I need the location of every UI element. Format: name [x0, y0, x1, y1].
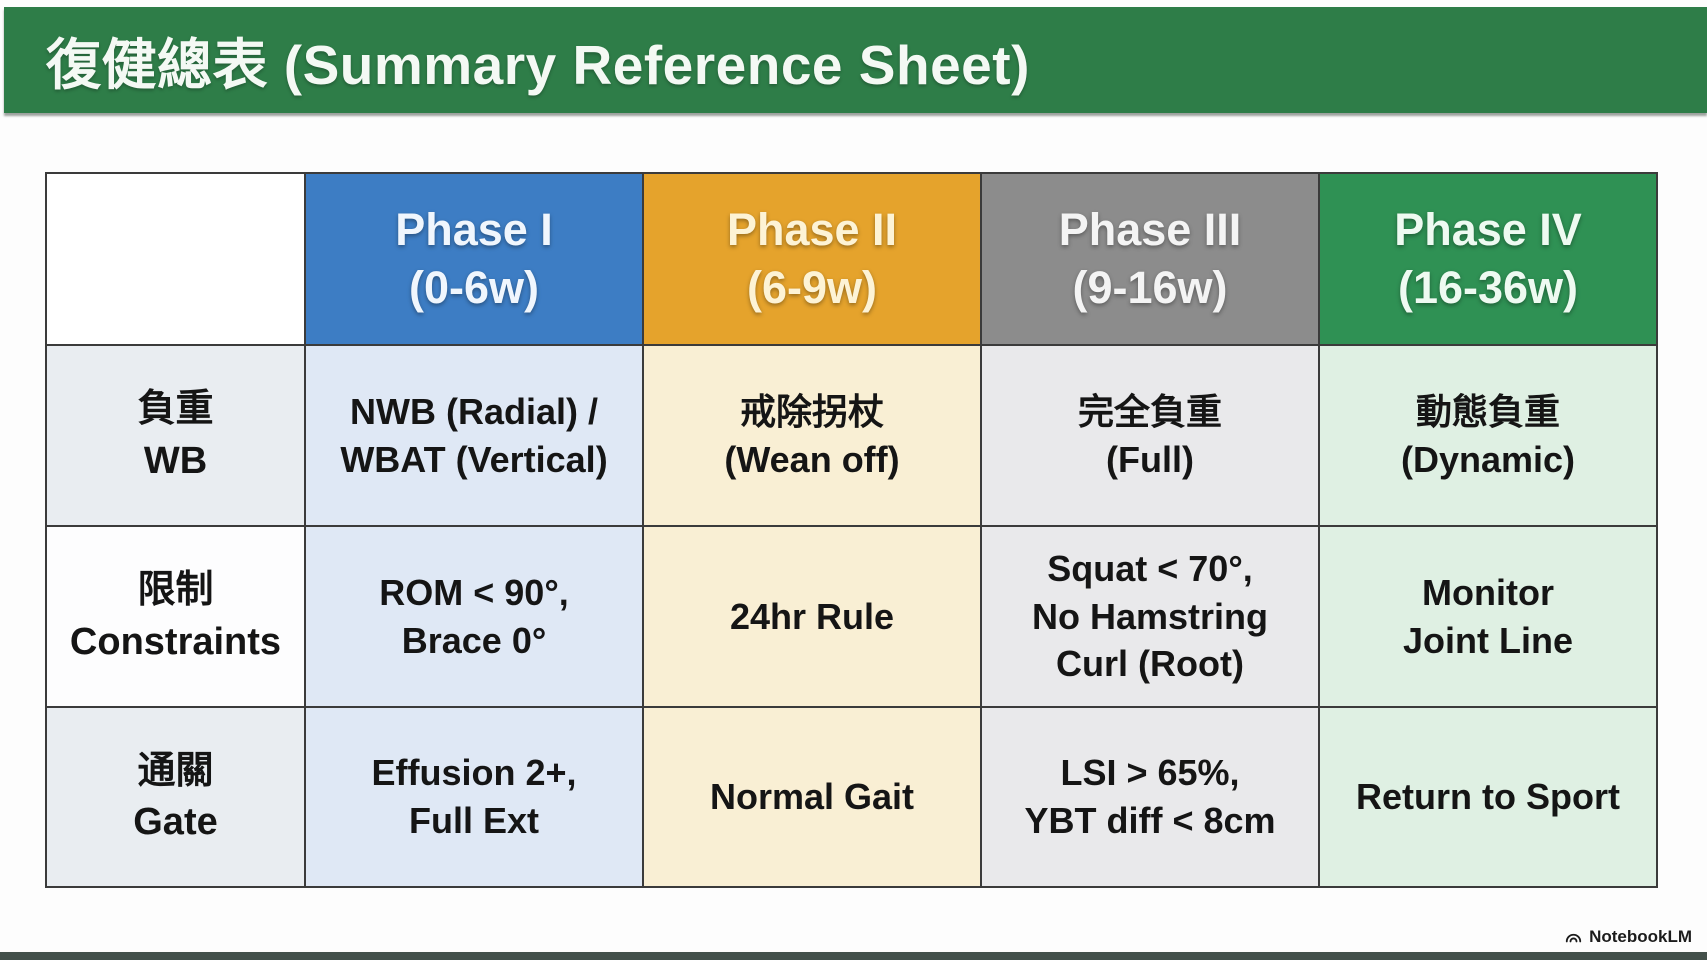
phase-4-weeks: (16-36w) [1397, 262, 1579, 313]
cell-constraints-phase-1: ROM < 90°, Brace 0° [306, 527, 642, 706]
phase-3-title: Phase III [1058, 204, 1242, 256]
cell-constraints-phase-4: Monitor Joint Line [1320, 527, 1656, 706]
row-label-gate: 通關 Gate [47, 708, 304, 886]
cell-wb-phase-1: NWB (Radial) / WBAT (Vertical) [306, 346, 642, 525]
phase-1-weeks: (0-6w) [408, 262, 539, 313]
cell-gate-phase-4: Return to Sport [1320, 708, 1656, 886]
header-phase-4: Phase IV (16-36w) [1320, 174, 1656, 344]
cell-constraints-phase-2: 24hr Rule [644, 527, 980, 706]
cell-wb-phase-4: 動態負重 (Dynamic) [1320, 346, 1656, 525]
row-label-constraints: 限制 Constraints [47, 527, 304, 706]
page-title: 復健總表 (Summary Reference Sheet) [46, 34, 1030, 96]
table-corner-cell [47, 174, 304, 344]
cell-gate-phase-2: Normal Gait [644, 708, 980, 886]
notebooklm-watermark-label: NotebookLM [1589, 927, 1692, 946]
notebooklm-logo-icon [1565, 933, 1582, 942]
phase-2-title: Phase II [726, 204, 898, 256]
rehab-summary-table: Phase I (0-6w) Phase II (6-9w) Phase III… [45, 172, 1658, 888]
notebooklm-watermark: NotebookLM [1564, 927, 1692, 947]
cell-gate-phase-3: LSI > 65%, YBT diff < 8cm [982, 708, 1318, 886]
cell-constraints-phase-3: Squat < 70°, No Hamstring Curl (Root) [982, 527, 1318, 706]
cell-gate-phase-1: Effusion 2+, Full Ext [306, 708, 642, 886]
phase-2-weeks: (6-9w) [746, 262, 877, 313]
bottom-edge-strip [0, 952, 1707, 960]
phase-3-weeks: (9-16w) [1072, 262, 1228, 313]
header-phase-1: Phase I (0-6w) [306, 174, 642, 344]
cell-wb-phase-3: 完全負重 (Full) [982, 346, 1318, 525]
phase-1-title: Phase I [395, 204, 553, 256]
header-phase-3: Phase III (9-16w) [982, 174, 1318, 344]
cell-wb-phase-2: 戒除拐杖 (Wean off) [644, 346, 980, 525]
phase-4-title: Phase IV [1394, 204, 1582, 256]
header-phase-2: Phase II (6-9w) [644, 174, 980, 344]
row-label-weight-bearing: 負重 WB [47, 346, 304, 525]
slide-title-banner: 復健總表 (Summary Reference Sheet) [4, 7, 1707, 113]
